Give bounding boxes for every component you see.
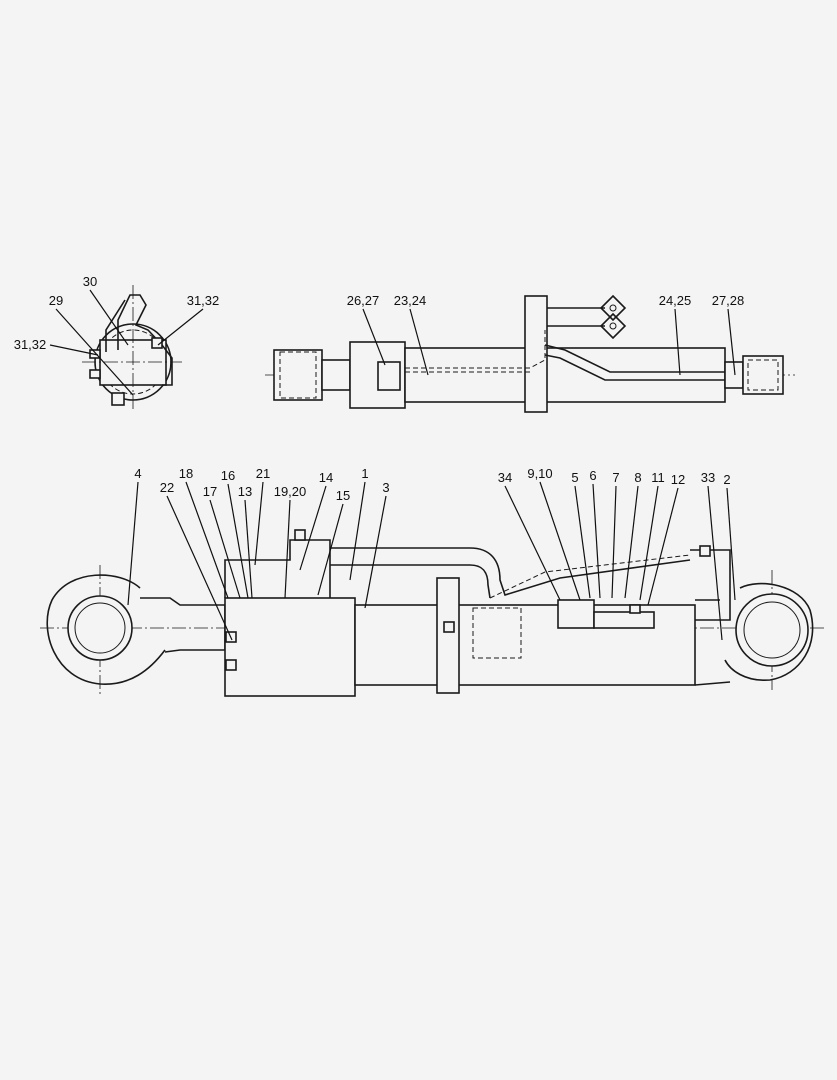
callout-label: 21 — [256, 466, 270, 481]
leader-line — [611, 485, 617, 599]
leader-line — [227, 483, 249, 599]
leader-line — [317, 503, 344, 596]
callout-label: 2 — [723, 472, 730, 487]
callout-label: 6 — [589, 468, 596, 483]
callout-label: 11 — [651, 470, 665, 485]
end-view — [82, 285, 182, 410]
callout-label: 13 — [238, 484, 252, 499]
leader-line — [55, 308, 134, 396]
leader-line — [624, 485, 639, 599]
leader-line — [504, 485, 561, 601]
leader-line — [49, 344, 99, 356]
leader-line — [364, 495, 387, 609]
leader-line — [127, 481, 139, 606]
leader-line — [284, 499, 291, 599]
callout-label: 22 — [160, 480, 174, 495]
callout-label: 7 — [612, 470, 619, 485]
leader-line — [89, 289, 129, 346]
main-view — [40, 529, 825, 697]
leader-line — [166, 495, 233, 641]
callout-label: 16 — [221, 468, 235, 483]
leader-line — [349, 481, 366, 581]
callout-label: 9,10 — [527, 466, 552, 481]
callout-label: 18 — [179, 466, 193, 481]
leader-line — [574, 485, 591, 599]
leader-line — [244, 499, 253, 599]
leader-line — [254, 481, 264, 566]
callout-label: 3 — [382, 480, 389, 495]
callout-label: 4 — [134, 466, 141, 481]
leader-line — [674, 308, 681, 376]
callout-label: 15 — [336, 488, 350, 503]
callout-label: 19,20 — [274, 484, 307, 499]
callout-label: 24,25 — [659, 293, 692, 308]
leader-line — [299, 485, 327, 571]
leader-line — [185, 481, 229, 599]
leader-line — [727, 308, 736, 376]
leader-line — [639, 485, 659, 601]
callout-label: 34 — [498, 470, 512, 485]
callout-label: 14 — [319, 470, 333, 485]
callout-label: 1 — [361, 466, 368, 481]
side-view — [265, 294, 795, 413]
callout-label: 17 — [203, 484, 217, 499]
leader-line — [726, 487, 736, 601]
callout-label: 29 — [49, 293, 63, 308]
callout-label: 12 — [671, 472, 685, 487]
leader-line — [647, 487, 679, 606]
callout-label: 27,28 — [712, 293, 745, 308]
leader-line — [157, 308, 204, 346]
callout-label: 26,27 — [347, 293, 380, 308]
leader-line — [209, 499, 241, 599]
callout-label: 23,24 — [394, 293, 427, 308]
leader-line — [362, 308, 386, 366]
callout-label: 33 — [701, 470, 715, 485]
callout-label: 31,32 — [187, 293, 220, 308]
callout-label: 31,32 — [14, 337, 47, 352]
leader-line — [409, 308, 429, 376]
callout-label: 5 — [571, 470, 578, 485]
callout-label: 30 — [83, 274, 97, 289]
leader-line — [539, 481, 581, 601]
leader-line — [707, 485, 723, 641]
callout-label: 8 — [634, 470, 641, 485]
leader-line — [592, 483, 601, 599]
